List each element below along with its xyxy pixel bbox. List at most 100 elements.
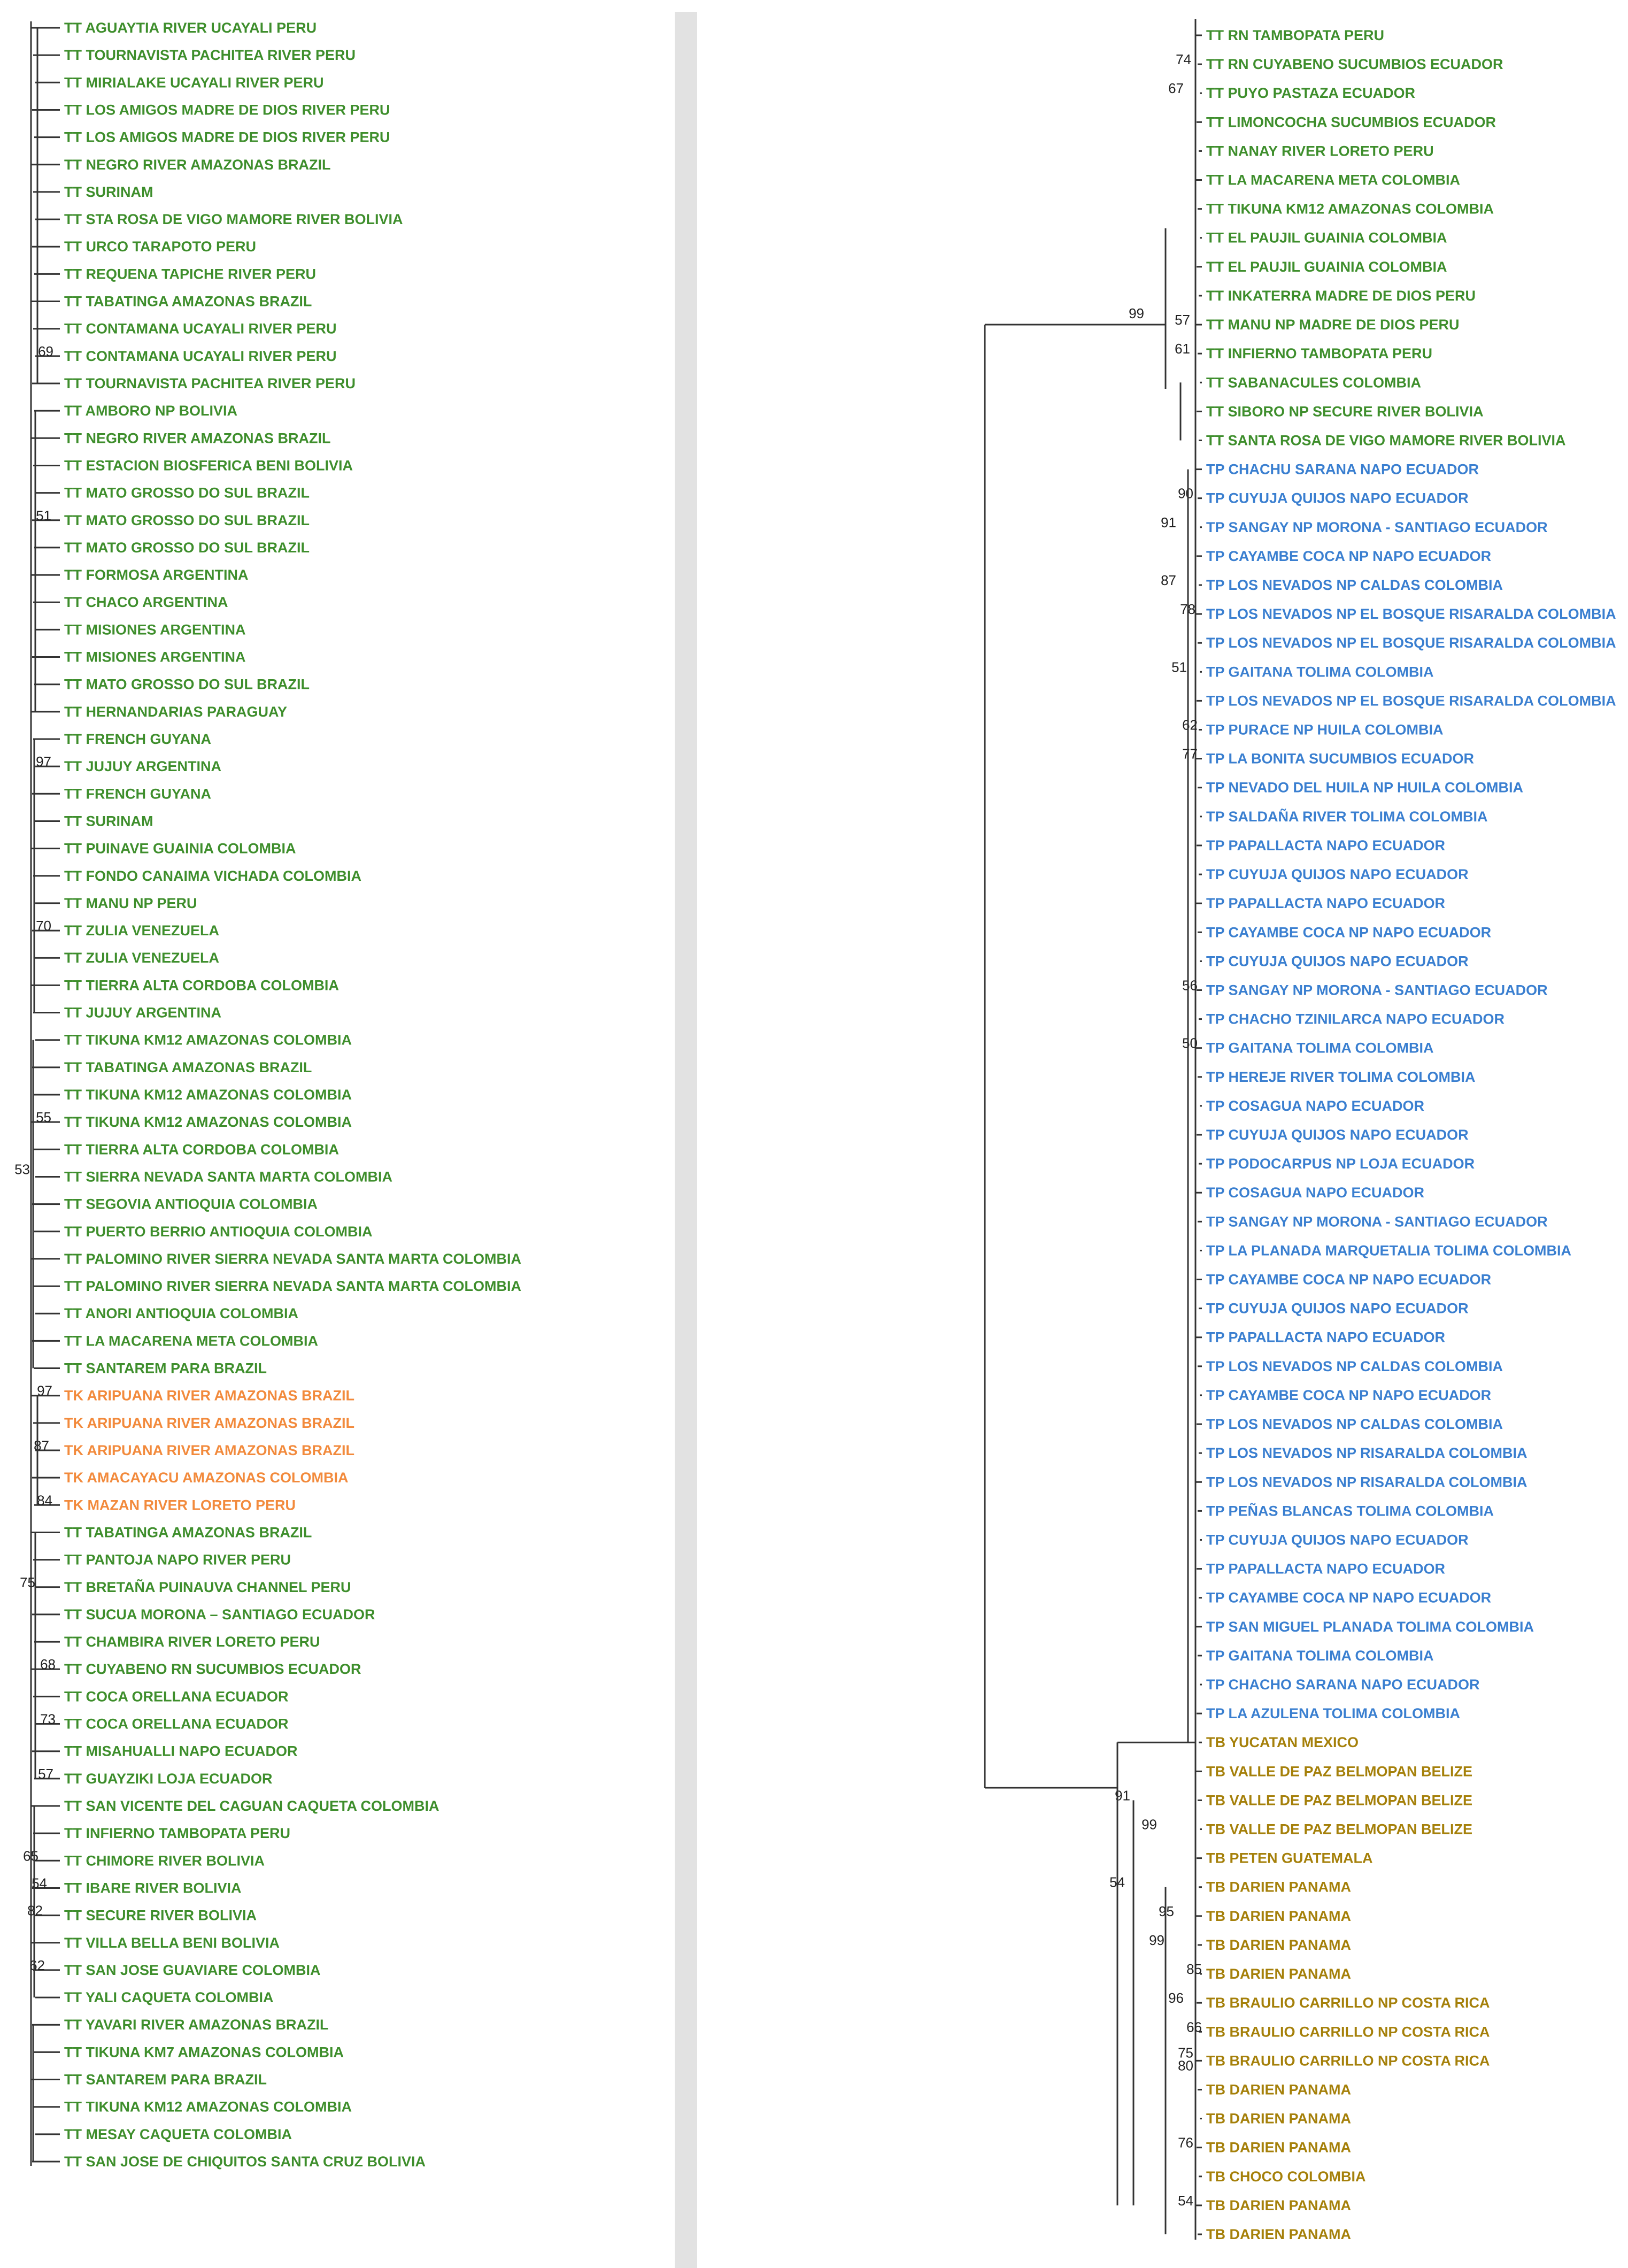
taxon-label: TT MISAHUALLI NAPO ECUADOR [64, 1743, 297, 1759]
taxon-label: TP NEVADO DEL HUILA NP HUILA COLOMBIA [1206, 780, 1523, 796]
taxon-label: TT COCA ORELLANA ECUADOR [64, 1688, 288, 1704]
taxon-label: TT LA MACARENA META COLOMBIA [64, 1333, 318, 1349]
taxon-label: TP CAYAMBE COCA NP NAPO ECUADOR [1206, 1272, 1491, 1288]
taxon-label: TT REQUENA TAPICHE RIVER PERU [64, 266, 316, 282]
taxon-label: TB VALLE DE PAZ BELMOPAN BELIZE [1206, 1792, 1472, 1808]
taxon-label: TB DARIEN PANAMA [1206, 1966, 1351, 1982]
taxon-label: TT MATO GROSSO DO SUL BRAZIL [64, 485, 310, 501]
taxon-label: TP LOS NEVADOS NP EL BOSQUE RISARALDA CO… [1206, 693, 1616, 709]
taxon-label: TP SANGAY NP MORONA - SANTIAGO ECUADOR [1206, 519, 1548, 535]
bootstrap-value: 61 [1175, 341, 1190, 357]
taxon-label: TB DARIEN PANAMA [1206, 2226, 1351, 2242]
taxon-label: TT LA MACARENA META COLOMBIA [1206, 172, 1460, 188]
taxon-label: TT PUINAVE GUAINIA COLOMBIA [64, 841, 296, 857]
taxon-label: TK AMACAYACU AMAZONAS COLOMBIA [64, 1470, 349, 1486]
taxon-label: TT SANTAREM PARA BRAZIL [64, 1360, 267, 1377]
bootstrap-value: 76 [1178, 2135, 1193, 2151]
taxon-label: TT MANU NP MADRE DE DIOS PERU [1206, 317, 1460, 333]
taxon-label: TP LA PLANADA MARQUETALIA TOLIMA COLOMBI… [1206, 1242, 1571, 1258]
taxon-label: TT EL PAUJIL GUAINIA COLOMBIA [1206, 259, 1447, 275]
bootstrap-value: 84 [37, 1492, 52, 1508]
taxon-label: TT CONTAMANA UCAYALI RIVER PERU [64, 321, 337, 337]
taxon-label: TT INKATERRA MADRE DE DIOS PERU [1206, 288, 1476, 304]
bootstrap-value: 51 [1171, 659, 1187, 675]
bootstrap-value: 74 [1176, 51, 1191, 67]
bootstrap-value: 50 [1182, 1035, 1198, 1051]
taxon-label: TP CAYAMBE COCA NP NAPO ECUADOR [1206, 548, 1491, 564]
taxon-label: TT TOURNAVISTA PACHITEA RIVER PERU [64, 47, 356, 63]
bootstrap-value: 97 [37, 1383, 52, 1399]
bootstrap-value: 99 [1141, 1817, 1157, 1833]
bootstrap-value: 99 [1129, 305, 1144, 321]
taxon-label: TT PUERTO BERRIO ANTIOQUIA COLOMBIA [64, 1224, 373, 1240]
taxon-label: TP GAITANA TOLIMA COLOMBIA [1206, 1648, 1433, 1664]
taxon-label: TP CAYAMBE COCA NP NAPO ECUADOR [1206, 1387, 1491, 1403]
taxon-label: TB CHOCO COLOMBIA [1206, 2169, 1365, 2185]
taxon-label: TT STA ROSA DE VIGO MAMORE RIVER BOLIVIA [64, 211, 403, 227]
taxon-label: TB BRAULIO CARRILLO NP COSTA RICA [1206, 1995, 1490, 2011]
taxon-label: TT LOS AMIGOS MADRE DE DIOS RIVER PERU [64, 102, 390, 118]
bootstrap-value: 77 [1182, 746, 1198, 762]
taxon-label: TT NEGRO RIVER AMAZONAS BRAZIL [64, 157, 331, 173]
taxon-label: TT EL PAUJIL GUAINIA COLOMBIA [1206, 230, 1447, 246]
taxon-label: TP PODOCARPUS NP LOJA ECUADOR [1206, 1156, 1475, 1172]
taxon-label: TP SANGAY NP MORONA - SANTIAGO ECUADOR [1206, 1213, 1548, 1229]
taxon-label: TT PALOMINO RIVER SIERRA NEVADA SANTA MA… [64, 1251, 521, 1267]
taxon-label: TT TIKUNA KM12 AMAZONAS COLOMBIA [64, 2099, 352, 2115]
taxon-label: TP COSAGUA NAPO ECUADOR [1206, 1098, 1424, 1114]
bootstrap-value: 87 [1161, 572, 1176, 588]
taxon-label: TP SANGAY NP MORONA - SANTIAGO ECUADOR [1206, 982, 1548, 998]
taxon-label: TT TIKUNA KM12 AMAZONAS COLOMBIA [1206, 201, 1494, 217]
taxon-label: TT YALI CAQUETA COLOMBIA [64, 1989, 274, 2005]
taxon-label: TP CUYUJA QUIJOS NAPO ECUADOR [1206, 1532, 1469, 1548]
taxon-label: TT FRENCH GUYANA [64, 786, 211, 802]
bootstrap-value: 99 [1149, 1932, 1164, 1948]
taxon-label: TT SUCUA MORONA – SANTIAGO ECUADOR [64, 1606, 375, 1623]
taxon-label: TT PANTOJA NAPO RIVER PERU [64, 1552, 291, 1568]
bootstrap-value: 90 [1178, 486, 1193, 502]
taxon-label: TK MAZAN RIVER LORETO PERU [64, 1497, 296, 1513]
taxon-label: TT LOS AMIGOS MADRE DE DIOS RIVER PERU [64, 129, 390, 145]
taxon-label: TB DARIEN PANAMA [1206, 1908, 1351, 1924]
taxon-label: TP LOS NEVADOS NP RISARALDA COLOMBIA [1206, 1474, 1527, 1490]
taxon-label: TP LA BONITA SUCUMBIOS ECUADOR [1206, 751, 1474, 767]
taxon-label: TP CAYAMBE COCA NP NAPO ECUADOR [1206, 1590, 1491, 1606]
taxon-label: TT TIERRA ALTA CORDOBA COLOMBIA [64, 977, 339, 993]
taxon-label: TT URCO TARAPOTO PERU [64, 239, 256, 255]
left-tree-panel: TT AGUAYTIA RIVER UCAYALI PERU TT TOURNAV… [14, 20, 521, 2170]
taxon-label: TT SANTAREM PARA BRAZIL [64, 2072, 267, 2088]
bootstrap-value: 65 [23, 1848, 38, 1864]
bootstrap-value: 96 [1168, 1990, 1184, 2006]
taxon-label: TT SURINAM [64, 184, 153, 200]
taxon-label: TP SALDAÑA RIVER TOLIMA COLOMBIA [1206, 808, 1488, 825]
bootstrap-value: 57 [1175, 312, 1190, 328]
taxon-label: TT FONDO CANAIMA VICHADA COLOMBIA [64, 868, 361, 884]
taxon-label: TT AGUAYTIA RIVER UCAYALI PERU [64, 20, 317, 36]
bootstrap-value: 57 [38, 1766, 53, 1782]
taxon-label: TP CHACHO TZINILARCA NAPO ECUADOR [1206, 1011, 1504, 1027]
bootstrap-value: 95 [1159, 1903, 1174, 1919]
taxon-label: TT MISIONES ARGENTINA [64, 621, 246, 637]
taxon-label: TB DARIEN PANAMA [1206, 1879, 1351, 1895]
bootstrap-value: 54 [1178, 2193, 1193, 2209]
taxon-label: TT SANTA ROSA DE VIGO MAMORE RIVER BOLIV… [1206, 432, 1566, 448]
bootstrap-value: 69 [38, 343, 53, 359]
taxon-label: TT MATO GROSSO DO SUL BRAZIL [64, 540, 310, 556]
taxon-label: TP PAPALLACTA NAPO ECUADOR [1206, 1329, 1445, 1346]
taxon-label: TT COCA ORELLANA ECUADOR [64, 1716, 288, 1732]
taxon-label: TP PAPALLACTA NAPO ECUADOR [1206, 1561, 1445, 1577]
taxon-label: TP LOS NEVADOS NP RISARALDA COLOMBIA [1206, 1445, 1527, 1461]
bootstrap-value: 75 [1178, 2044, 1193, 2061]
taxon-label: TT PALOMINO RIVER SIERRA NEVADA SANTA MA… [64, 1278, 521, 1294]
taxon-label: TT YAVARI RIVER AMAZONAS BRAZIL [64, 2017, 329, 2033]
panel-divider [675, 12, 697, 2268]
taxon-label: TT TABATINGA AMAZONAS BRAZIL [64, 1059, 312, 1075]
taxon-label: TT TABATINGA AMAZONAS BRAZIL [64, 1524, 312, 1540]
taxon-label: TT SURINAM [64, 813, 153, 829]
taxon-label: TK ARIPUANA RIVER AMAZONAS BRAZIL [64, 1415, 354, 1431]
taxon-label: TP COSAGUA NAPO ECUADOR [1206, 1185, 1424, 1201]
taxon-label: TB DARIEN PANAMA [1206, 1937, 1351, 1953]
taxon-label: TT INFIERNO TAMBOPATA PERU [64, 1825, 290, 1841]
taxon-label: TT BRETAÑA PUINAUVA CHANNEL PERU [64, 1579, 351, 1595]
taxon-label: TB DARIEN PANAMA [1206, 2197, 1351, 2213]
